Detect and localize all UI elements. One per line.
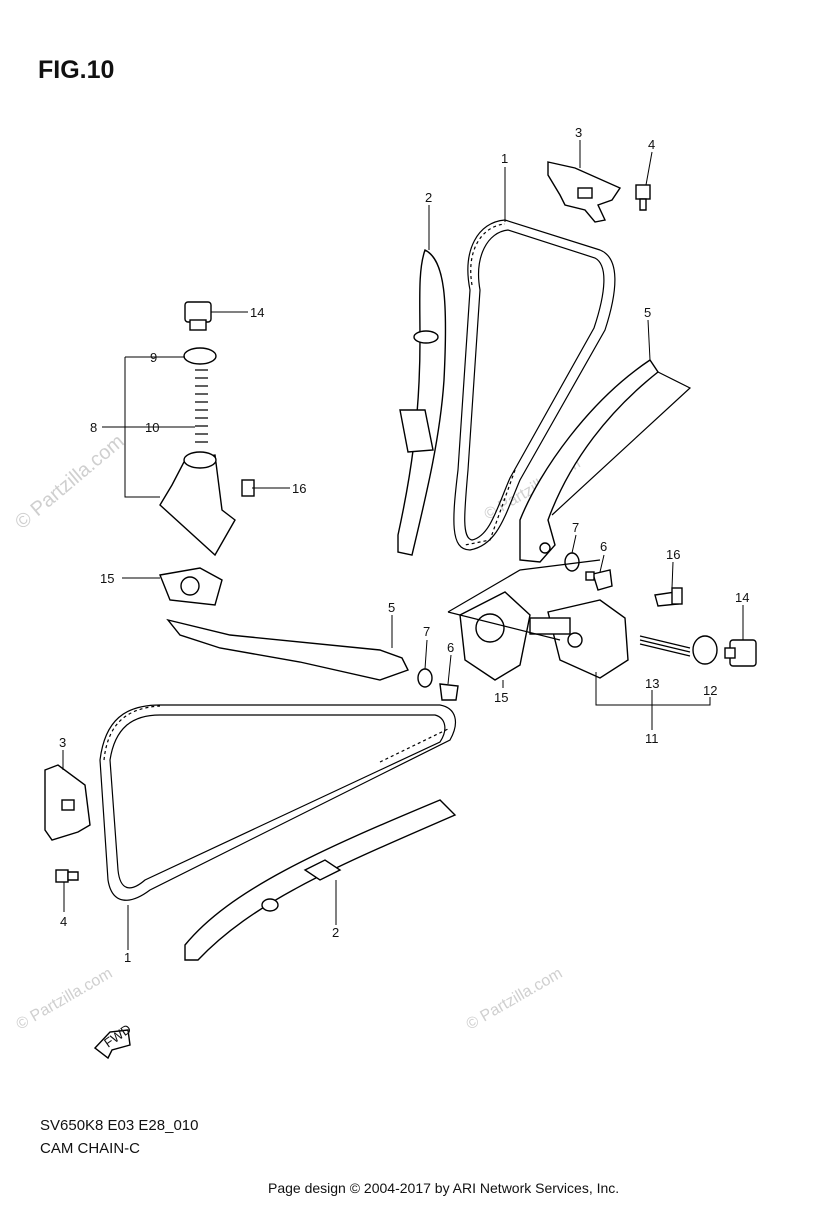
callout-15-left: 15 xyxy=(100,571,114,586)
callout-2-upper: 2 xyxy=(425,190,432,205)
callout-5-upper: 5 xyxy=(644,305,651,320)
callout-7-lower: 7 xyxy=(423,624,430,639)
upper-cam-chain xyxy=(453,219,616,551)
figure-title: FIG.10 xyxy=(38,56,115,84)
lower-cam-chain xyxy=(99,704,457,901)
watermark-bottom-right: © Partzilla.com xyxy=(464,965,566,1034)
callout-4-upper: 4 xyxy=(648,137,655,152)
upper-chain-guide xyxy=(397,249,447,556)
callout-15-right: 15 xyxy=(494,690,508,705)
fwd-arrow-icon: FWD xyxy=(93,1021,134,1060)
figure-name: CAM CHAIN-C xyxy=(40,1140,140,1157)
gasket-15-right xyxy=(459,591,531,681)
callout-16-right: 16 xyxy=(666,547,680,562)
chain-guide-plate-lower xyxy=(44,764,91,841)
callout-1-upper: 1 xyxy=(501,151,508,166)
bolt-16-right xyxy=(654,587,683,607)
callout-10: 10 xyxy=(145,420,159,435)
callout-14-right: 14 xyxy=(735,590,749,605)
bolt-6-upper xyxy=(585,569,613,591)
callout-1-lower: 1 xyxy=(124,950,131,965)
callout-9: 9 xyxy=(150,350,157,365)
plug-14-right xyxy=(724,639,757,667)
bolt-6-lower xyxy=(439,683,459,701)
lower-chain-guide xyxy=(184,799,457,961)
bolt-4-lower xyxy=(55,869,79,883)
washer-12 xyxy=(692,635,718,665)
callout-6-lower: 6 xyxy=(447,640,454,655)
callout-14-left: 14 xyxy=(250,305,264,320)
callout-8: 8 xyxy=(90,420,97,435)
callout-3-lower: 3 xyxy=(59,735,66,750)
footer-credit: Page design © 2004-2017 by ARI Network S… xyxy=(268,1180,620,1196)
callout-3-upper: 3 xyxy=(575,125,582,140)
tensioner-assembly-left xyxy=(159,301,255,606)
tensioner-lever-lower xyxy=(166,618,409,681)
callout-13: 13 xyxy=(645,676,659,691)
tensioner-assembly-right xyxy=(529,599,629,679)
callout-7-upper: 7 xyxy=(572,520,579,535)
callout-5-lower: 5 xyxy=(388,600,395,615)
chain-guide-plate-upper xyxy=(547,161,622,223)
spring-13 xyxy=(639,635,691,657)
washer-7-upper xyxy=(564,552,580,572)
watermark-bottom-left: © Partzilla.com xyxy=(14,965,116,1034)
callout-6-upper: 6 xyxy=(600,539,607,554)
watermark-left: © Partzilla.com xyxy=(11,430,128,533)
callout-2-lower: 2 xyxy=(332,925,339,940)
tensioner-lever-upper xyxy=(519,359,692,563)
callout-11: 11 xyxy=(645,731,659,746)
callout-16-left: 16 xyxy=(292,481,306,496)
callout-4-lower: 4 xyxy=(60,914,67,929)
washer-7-lower xyxy=(417,668,433,688)
callout-12: 12 xyxy=(703,683,717,698)
figure-code: SV650K8 E03 E28_010 xyxy=(40,1117,199,1134)
bolt-4-upper xyxy=(635,184,651,211)
